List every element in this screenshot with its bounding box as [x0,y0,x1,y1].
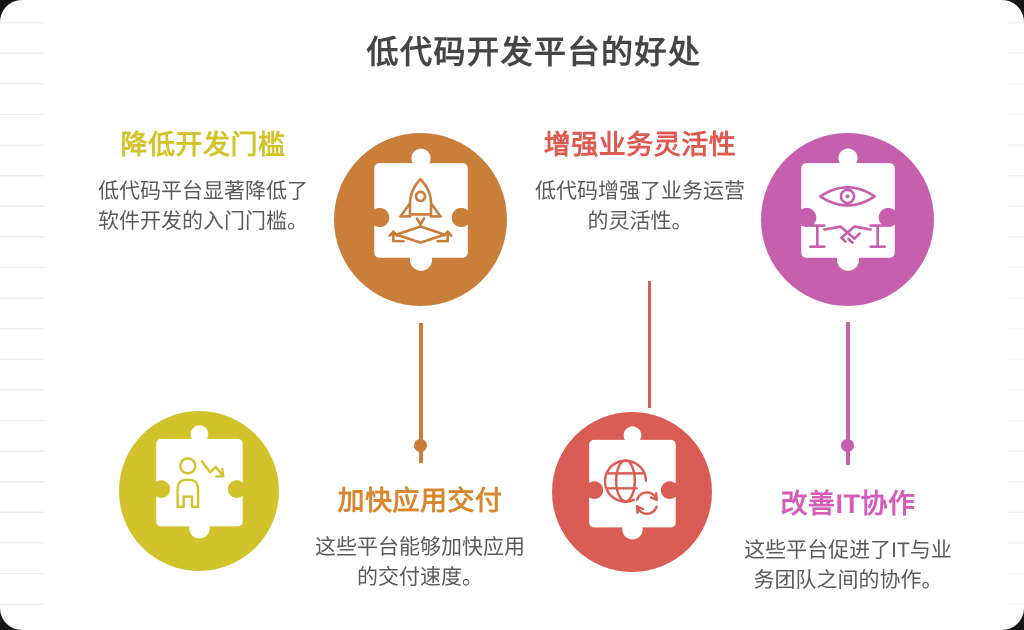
puzzle-badge-it-collaboration [761,133,934,306]
puzzle-notch-right [451,207,471,228]
item-desc-line: 低代码平台显著降低了 [98,180,308,203]
puzzle-knob-bottom [622,518,643,540]
puzzle-knob-top [623,426,642,445]
item-desc-line: 这些平台能够加快应用 [315,536,525,559]
item-title: 增强业务灵活性 [543,130,737,160]
item-desc-line: 软件开发的入门门槛。 [98,210,308,233]
puzzle-knob-bottom [189,517,210,539]
connector-line [648,281,651,408]
puzzle-badge-business-agility [552,412,712,572]
connector-dot [841,439,854,452]
puzzle-knob-top [190,425,209,444]
connector-dot [414,439,427,452]
puzzle-badge-faster-app-delivery [334,133,507,306]
puzzle-notch-right [227,480,246,498]
item-desc: 低代码平台显著降低了 软件开发的入门门槛。 [88,177,318,237]
item-text-it-collaboration: 改善IT协作 这些平台促进了IT与业 务团队之间的协作。 [733,482,963,596]
puzzle-piece [370,148,471,271]
page-title: 低代码开发平台的好处 [366,34,702,70]
ruled-paper-lines-right [1008,22,1024,614]
puzzle-piece [797,148,898,271]
item-text-faster-app-delivery: 加快应用交付 这些平台能够加快应用 的交付速度。 [305,479,535,593]
puzzle-piece [152,425,246,539]
item-desc-line: 低代码增强了业务运营 [535,180,745,203]
puzzle-knob-top [411,148,431,168]
item-desc: 这些平台能够加快应用 的交付速度。 [305,533,535,593]
ruled-paper-lines-left [0,22,44,614]
item-desc: 这些平台促进了IT与业 务团队之间的协作。 [733,536,963,596]
puzzle-notch-left [585,481,604,499]
item-desc: 低代码增强了业务运营 的灵活性。 [525,177,755,237]
puzzle-badge-lower-dev-barrier [119,411,279,571]
puzzle-knob-bottom [409,248,433,271]
puzzle-notch-right [660,481,679,499]
rocket-launch-icon [388,177,453,244]
puzzle-knob-top [838,148,858,168]
item-title: 改善IT协作 [780,489,916,519]
connector-line [846,322,850,465]
puzzle-notch-left [152,480,171,498]
item-title: 加快应用交付 [337,486,503,516]
item-text-business-agility: 增强业务灵活性 低代码增强了业务运营 的灵活性。 [525,123,755,237]
eye-handshake-icon [808,186,887,248]
item-desc-line: 的交付速度。 [357,566,483,589]
puzzle-notch-left [370,207,390,228]
puzzle-notch-left [797,207,817,228]
item-title: 降低开发门槛 [120,130,286,160]
globe-sync-icon [603,459,658,515]
item-desc-line: 这些平台促进了IT与业 [744,539,952,562]
connector-line [419,323,423,463]
item-desc-line: 的灵活性。 [587,210,693,233]
puzzle-notch-right [878,207,898,228]
puzzle-knob-bottom [836,248,860,271]
puzzle-piece [585,426,679,540]
item-text-lower-dev-barrier: 降低开发门槛 低代码平台显著降低了 软件开发的入门门槛。 [88,123,318,237]
person-decline-icon [176,457,225,509]
item-desc-line: 务团队之间的协作。 [753,569,943,592]
